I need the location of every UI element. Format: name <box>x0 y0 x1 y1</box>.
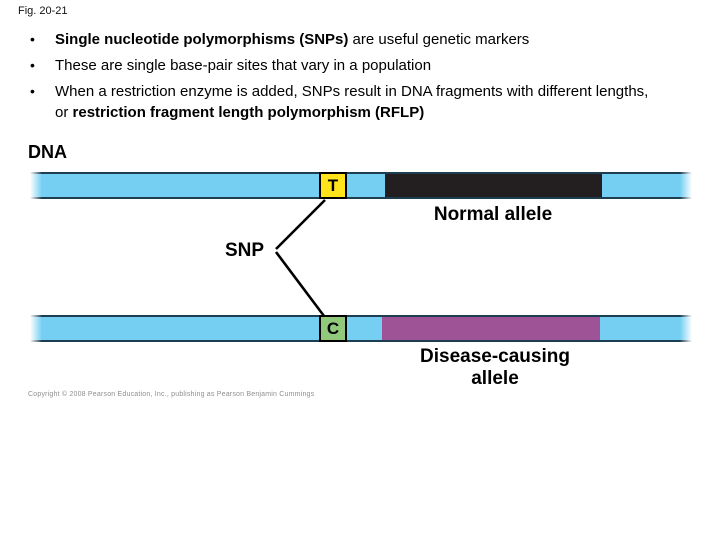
snp-base-box-t: T <box>319 172 347 199</box>
snp-line-to-c <box>274 251 326 317</box>
dna-label: DNA <box>28 142 67 162</box>
bullet-rest: are useful genetic markers <box>348 31 530 48</box>
bullet-list: • Single nucleotide polymorphisms (SNPs)… <box>30 29 660 128</box>
disease-allele-label-line2: allele <box>471 368 519 389</box>
strand-bottom-edge <box>30 197 692 199</box>
bullet-icon: • <box>30 83 35 99</box>
disease-allele-segment <box>382 317 600 340</box>
bullet-item-rflp: • When a restriction enzyme is added, SN… <box>30 81 660 123</box>
strand-top-edge <box>30 172 692 174</box>
normal-allele-label: Normal allele <box>433 204 553 225</box>
figure-label: Fig. 20-21 <box>18 5 68 17</box>
bullet-icon: • <box>30 57 35 73</box>
bullet-text: Single nucleotide polymorphisms (SNPs) a… <box>55 29 529 50</box>
strand-top-edge <box>30 315 692 317</box>
bullet-item-snps: • Single nucleotide polymorphisms (SNPs)… <box>30 29 660 50</box>
strand-bottom-edge <box>30 340 692 342</box>
bullet-icon: • <box>30 31 35 47</box>
bullet-text: These are single base-pair sites that va… <box>55 57 432 74</box>
dna-strand-disease: C <box>30 315 692 342</box>
bullet-bold-lead: Single nucleotide polymorphisms (SNPs) <box>55 31 349 48</box>
disease-allele-label-line1: Disease-causing <box>420 346 570 367</box>
copyright-text: Copyright © 2008 Pearson Education, Inc.… <box>28 391 315 398</box>
normal-allele-segment <box>385 172 602 199</box>
disease-allele-label: Disease-causing allele <box>390 346 600 390</box>
bullet-bold-tail: restriction fragment length polymorphism… <box>72 104 425 121</box>
bullet-item-basepair: • These are single base-pair sites that … <box>30 55 660 76</box>
bullet-text: When a restriction enzyme is added, SNPs… <box>55 81 660 123</box>
dna-strand-normal: T <box>30 172 692 199</box>
snp-base-letter-c: C <box>326 319 340 338</box>
snp-line-to-t <box>275 199 326 250</box>
snp-base-box-c: C <box>319 315 347 342</box>
snp-label: SNP <box>225 240 265 261</box>
bullet-lead: When a restriction enzyme is added, SNPs… <box>55 83 649 121</box>
snp-base-letter-t: T <box>327 176 339 195</box>
